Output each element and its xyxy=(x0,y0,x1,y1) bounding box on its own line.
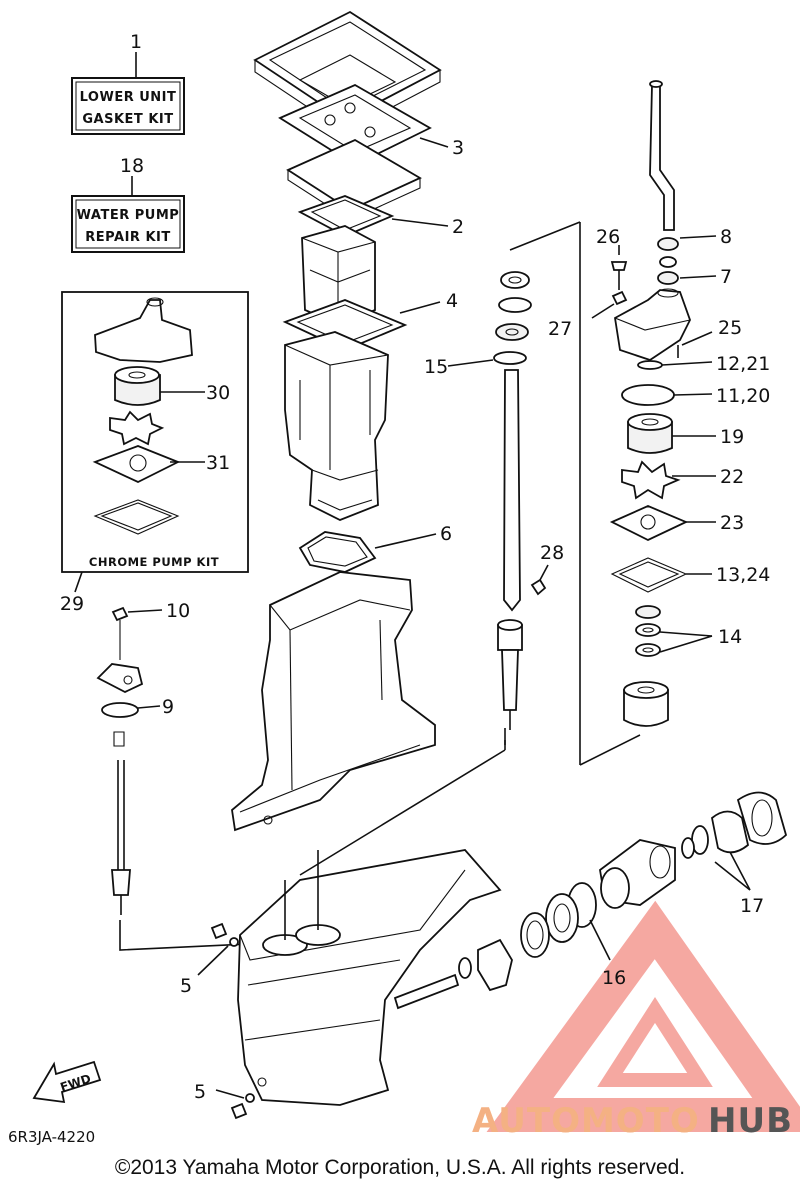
exhaust-housing xyxy=(284,331,389,521)
callout-25: 25 xyxy=(718,317,742,339)
callout-9: 9 xyxy=(162,696,174,718)
lower-casing xyxy=(237,849,502,1106)
gasket-kit-box: 1 LOWER UNIT GASKET KIT xyxy=(71,31,185,135)
gasket-kit-number: 1 xyxy=(130,31,142,53)
watermark-logo xyxy=(486,900,800,1132)
pump-repair-kit-line2: REPAIR KIT xyxy=(85,230,170,245)
callout-23: 23 xyxy=(720,512,744,534)
pump-repair-kit-line1: WATER PUMP xyxy=(77,208,180,223)
drive-shaft-assembly: 15 28 xyxy=(299,221,581,876)
watermark-text-dark: HUB xyxy=(708,1101,793,1141)
part-code: 6R3JA-4220 xyxy=(8,1128,95,1146)
callout-13-24: 13,24 xyxy=(716,564,770,586)
callout-22: 22 xyxy=(720,466,744,488)
callout-5-lower: 5 xyxy=(194,1081,206,1103)
bolt-5-upper: 5 xyxy=(180,922,239,997)
bolt-5-lower: 5 xyxy=(194,1081,255,1120)
pump-repair-kit-number: 18 xyxy=(120,155,144,177)
watermark-text-light: AUTOMOTO xyxy=(472,1101,700,1141)
callout-28: 28 xyxy=(540,542,564,564)
gasket-kit-line1: LOWER UNIT xyxy=(80,90,177,105)
callout-5-upper: 5 xyxy=(180,975,192,997)
callout-31: 31 xyxy=(206,452,230,474)
callout-7: 7 xyxy=(720,266,732,288)
propeller-shaft-assembly: 17 16 xyxy=(393,791,788,1010)
shift-rod-assembly: 10 9 xyxy=(96,600,190,942)
callout-19: 19 xyxy=(720,426,744,448)
callout-16: 16 xyxy=(602,967,626,989)
gasket-3: 3 xyxy=(278,83,464,167)
callout-26: 26 xyxy=(596,226,620,248)
gasket-kit-line2: GASKET KIT xyxy=(82,112,173,127)
callout-27: 27 xyxy=(548,318,572,340)
exhaust-manifold xyxy=(301,225,376,326)
fwd-arrow: FWD xyxy=(32,1060,102,1104)
callout-8: 8 xyxy=(720,226,732,248)
callout-4: 4 xyxy=(446,290,458,312)
callout-3: 3 xyxy=(452,137,464,159)
chrome-pump-kit-label: CHROME PUMP KIT xyxy=(89,555,219,569)
chrome-pump-kit-frame: CHROME PUMP KIT 29 30 31 xyxy=(60,291,249,615)
chrome-pump-kit-number: 29 xyxy=(60,593,84,615)
callout-10: 10 xyxy=(166,600,190,622)
gasket-6: 6 xyxy=(298,523,452,573)
callout-11-20: 11,20 xyxy=(716,385,770,407)
callout-12-21: 12,21 xyxy=(716,353,770,375)
copyright-notice: ©2013 Yamaha Motor Corporation, U.S.A. A… xyxy=(115,1156,685,1179)
upper-casing xyxy=(231,571,436,832)
callout-30: 30 xyxy=(206,382,230,404)
callout-15: 15 xyxy=(424,356,448,378)
pump-repair-kit-box: 18 WATER PUMP REPAIR KIT xyxy=(71,155,185,253)
callout-14: 14 xyxy=(718,626,742,648)
water-pump-assembly: 8 7 26 27 25 12,21 11,20 19 xyxy=(548,80,770,766)
callout-2: 2 xyxy=(452,216,464,238)
gasket-2: 2 xyxy=(297,195,464,238)
callout-17: 17 xyxy=(740,895,764,917)
watermark-text: AUTOMOTO HUB xyxy=(472,1101,793,1141)
callout-6: 6 xyxy=(440,523,452,545)
